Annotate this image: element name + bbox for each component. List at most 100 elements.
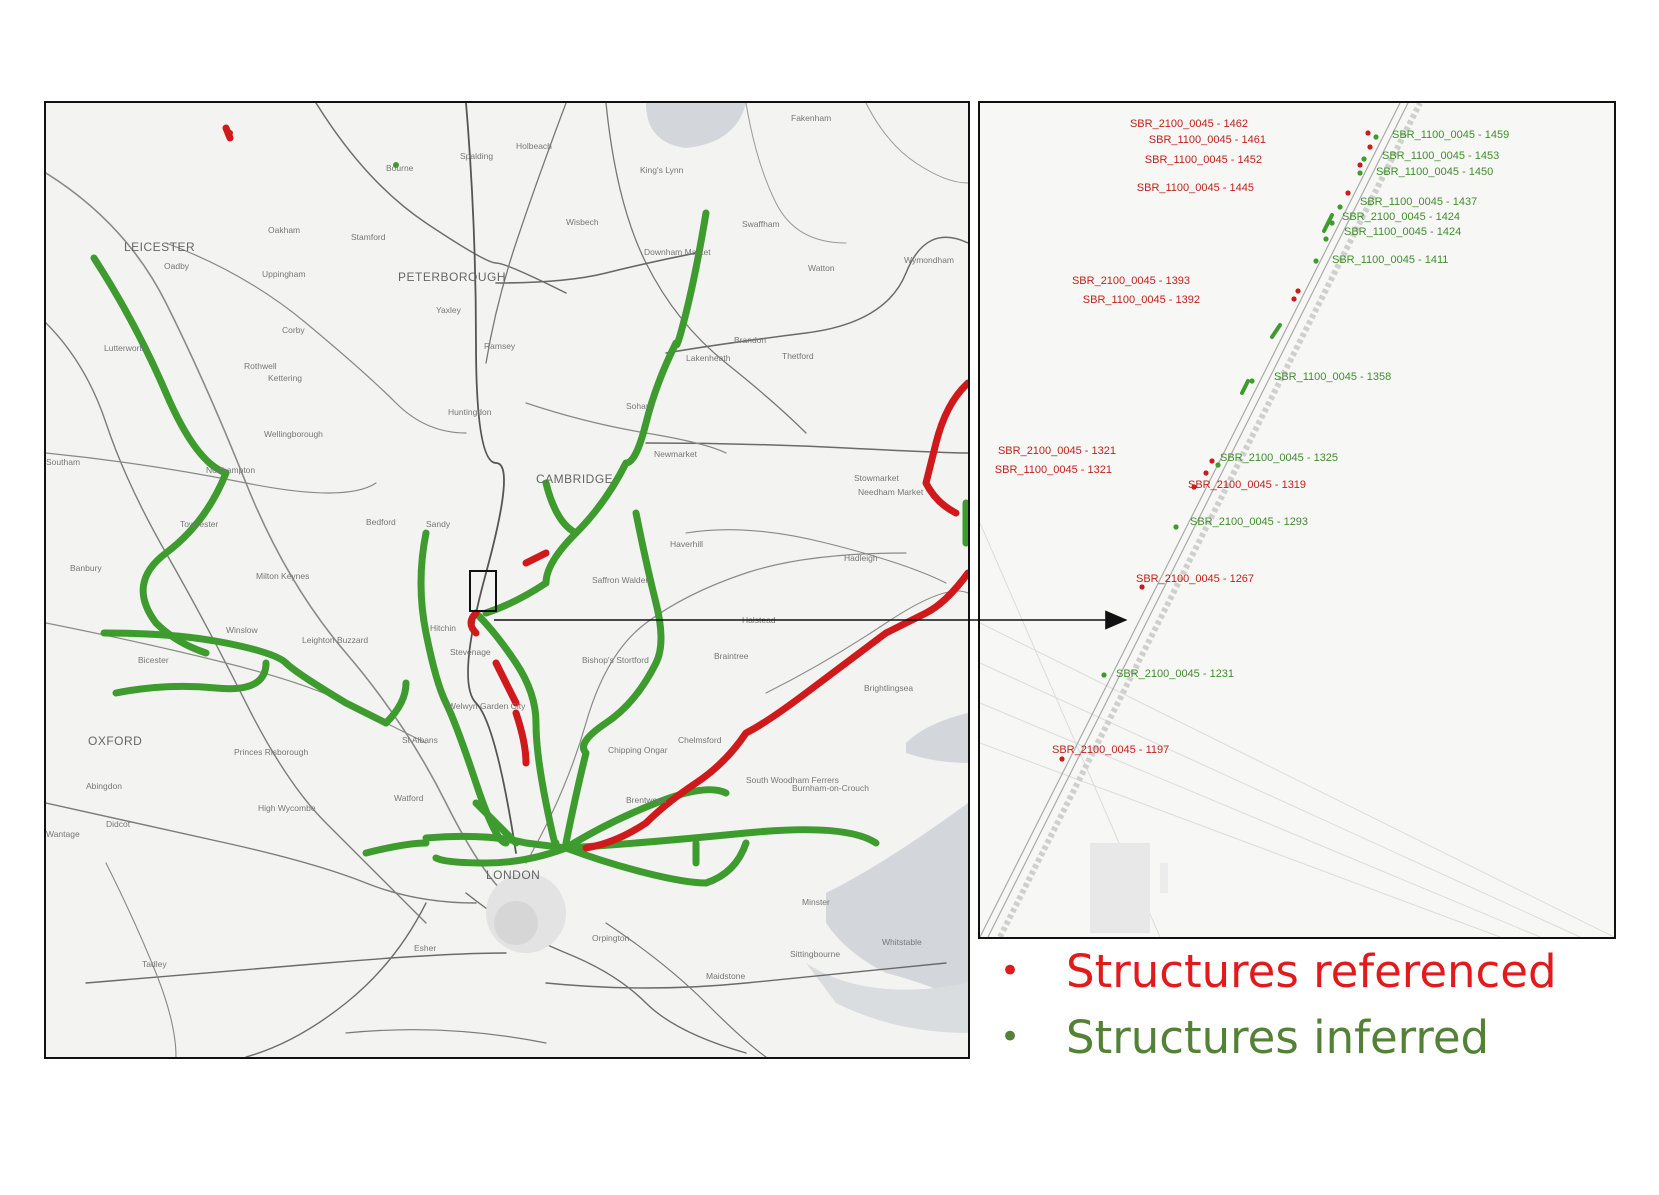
legend-inferred-label: Structures inferred xyxy=(1066,1010,1490,1064)
place-label: Huntingdon xyxy=(448,407,492,417)
structure-marker-inferred[interactable] xyxy=(1215,462,1221,468)
place-label: Yaxley xyxy=(436,305,462,315)
structure-segment-inferred[interactable] xyxy=(1322,213,1334,233)
legend-referenced-label: Structures referenced xyxy=(1066,944,1557,998)
place-label: Wantage xyxy=(46,829,80,839)
place-label: Lutterworth xyxy=(104,343,147,353)
structure-marker-inferred[interactable] xyxy=(1337,204,1343,210)
place-label: Stevenage xyxy=(450,647,491,657)
place-label: High Wycombe xyxy=(258,803,316,813)
structure-label-referenced: SBR_1100_0045 - 1461 xyxy=(1149,134,1266,146)
structure-marker-referenced[interactable] xyxy=(1139,584,1145,590)
legend: • Structures referenced • Structures inf… xyxy=(1000,938,1620,1070)
place-label: King's Lynn xyxy=(640,165,684,175)
place-label: Leighton Buzzard xyxy=(302,635,368,645)
structure-marker-inferred[interactable] xyxy=(1373,134,1379,140)
place-label: Banbury xyxy=(70,563,102,573)
place-label: Minster xyxy=(802,897,830,907)
structure-label-referenced: SBR_2100_0045 - 1319 xyxy=(1188,479,1306,491)
place-label: Braintree xyxy=(714,651,749,661)
place-label: Sittingbourne xyxy=(790,949,840,959)
place-label: St Albans xyxy=(402,735,438,745)
place-label: Thetford xyxy=(782,351,814,361)
legend-referenced: • Structures referenced xyxy=(1000,938,1620,1004)
structure-marker-inferred[interactable] xyxy=(1249,378,1255,384)
place-label: Chelmsford xyxy=(678,735,722,745)
structure-marker-referenced[interactable] xyxy=(1191,484,1197,490)
place-label: Uppingham xyxy=(262,269,305,279)
structure-marker-inferred[interactable] xyxy=(1101,672,1107,678)
structure-marker-referenced[interactable] xyxy=(1209,458,1215,464)
place-label: Orpington xyxy=(592,933,630,943)
inferred-routes[interactable] xyxy=(90,209,968,887)
structure-label-inferred: SBR_1100_0045 - 1411 xyxy=(1332,254,1448,266)
place-label: Stamford xyxy=(351,232,386,242)
place-label: Tadley xyxy=(142,959,167,969)
inferred-bullet-icon: • xyxy=(1000,1017,1021,1057)
structure-label-referenced: SBR_2100_0045 - 1267 xyxy=(1136,573,1254,585)
zoom-area-box[interactable] xyxy=(469,570,497,612)
place-label: Hadleigh xyxy=(844,553,878,563)
structure-marker-referenced[interactable] xyxy=(1345,190,1351,196)
structure-marker-inferred[interactable] xyxy=(1357,170,1363,176)
structure-marker-inferred[interactable] xyxy=(1173,524,1179,530)
structure-marker-inferred[interactable] xyxy=(1313,258,1319,264)
place-label: LEICESTER xyxy=(124,240,195,254)
place-label: Didcot xyxy=(106,819,131,829)
place-label: Oakham xyxy=(268,225,300,235)
place-label: Southam xyxy=(46,457,80,467)
place-label: Ramsey xyxy=(484,341,516,351)
place-label: Bicester xyxy=(138,655,169,665)
structure-marker-referenced[interactable] xyxy=(1367,144,1373,150)
place-label: Sandy xyxy=(426,519,451,529)
structure-marker-inferred[interactable] xyxy=(1361,156,1367,162)
place-label: Corby xyxy=(282,325,305,335)
isolated-referenced-point[interactable] xyxy=(227,130,233,136)
place-label: Bourne xyxy=(386,163,414,173)
place-label: Haverhill xyxy=(670,539,703,549)
structure-label-inferred: SBR_1100_0045 - 1450 xyxy=(1376,166,1493,178)
place-label: Bishop's Stortford xyxy=(582,655,649,665)
detail-building xyxy=(1090,843,1150,933)
structure-marker-referenced[interactable] xyxy=(1059,756,1065,762)
place-label: Whitstable xyxy=(882,937,922,947)
detail-background-lines xyxy=(980,522,1614,937)
structure-segment-inferred[interactable] xyxy=(1240,379,1250,395)
structure-label-referenced: SBR_1100_0045 - 1445 xyxy=(1137,182,1254,194)
detail-markers[interactable] xyxy=(1059,130,1379,762)
blackwater-estuary xyxy=(906,713,968,763)
structure-label-referenced: SBR_2100_0045 - 1197 xyxy=(1052,744,1169,756)
place-label: Downham Market xyxy=(644,247,711,257)
structure-marker-referenced[interactable] xyxy=(1295,288,1301,294)
referenced-routes[interactable] xyxy=(222,124,968,852)
place-label: Watford xyxy=(394,793,424,803)
structure-marker-referenced[interactable] xyxy=(1203,470,1209,476)
place-label: PETERBOROUGH xyxy=(398,270,506,284)
place-label: Fakenham xyxy=(791,113,831,123)
structure-segment-inferred[interactable] xyxy=(1270,323,1282,339)
structure-label-inferred: SBR_2100_0045 - 1325 xyxy=(1220,452,1338,464)
structure-marker-inferred[interactable] xyxy=(1323,236,1329,242)
place-label: Esher xyxy=(414,943,436,953)
place-label: Burnham-on-Crouch xyxy=(792,783,869,793)
structure-label-inferred: SBR_2100_0045 - 1293 xyxy=(1190,516,1308,528)
referenced-bullet-icon: • xyxy=(1000,951,1021,991)
structure-label-inferred: SBR_2100_0045 - 1231 xyxy=(1116,668,1234,680)
isolated-inferred-point[interactable] xyxy=(393,162,399,168)
structure-label-inferred: SBR_1100_0045 - 1358 xyxy=(1274,371,1391,383)
structure-label-referenced: SBR_2100_0045 - 1462 xyxy=(1130,118,1248,130)
structure-marker-referenced[interactable] xyxy=(1291,296,1297,302)
structure-label-referenced: SBR_1100_0045 - 1452 xyxy=(1145,154,1262,166)
place-label: Hitchin xyxy=(430,623,456,633)
background-network xyxy=(46,103,968,1057)
structure-marker-referenced[interactable] xyxy=(1365,130,1371,136)
structure-marker-referenced[interactable] xyxy=(1357,162,1363,168)
place-label: Abingdon xyxy=(86,781,122,791)
railway-track xyxy=(980,103,1423,937)
structure-label-referenced: SBR_2100_0045 - 1321 xyxy=(998,445,1116,457)
